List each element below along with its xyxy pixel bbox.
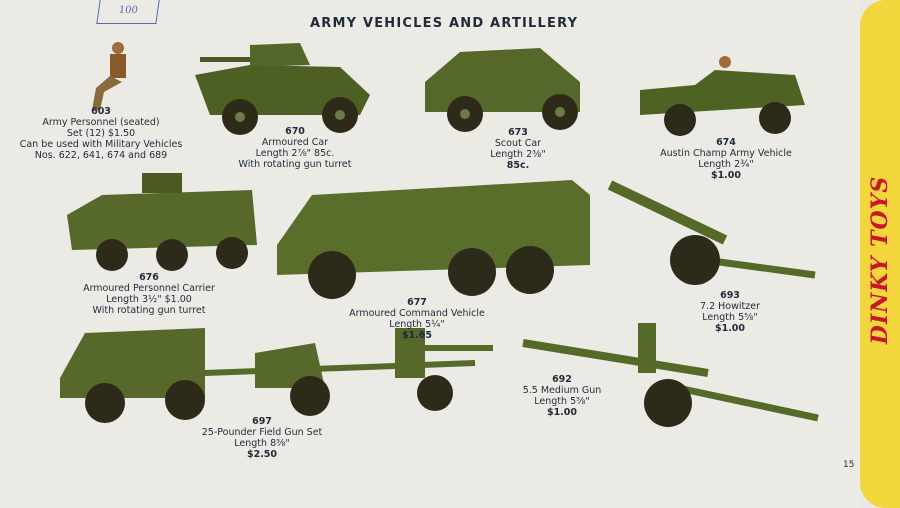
- page-number: 15: [843, 460, 855, 470]
- item-number: 693: [720, 290, 740, 301]
- armoured-car-670-image: [195, 43, 370, 135]
- command-vehicle-677-image: [277, 180, 590, 299]
- item-price: $1.00: [714, 323, 746, 334]
- item-price: $1.65: [401, 330, 433, 341]
- item-name: Austin Champ Army Vehicle: [660, 148, 792, 159]
- personnel-carrier-676-image: [67, 173, 257, 271]
- item-number: 670: [285, 126, 305, 137]
- handwritten-tag: 100: [96, 0, 160, 24]
- item-length: Length 8⅜": [234, 438, 290, 449]
- item-name: Army Personnel (seated): [42, 117, 160, 128]
- item-name: 25-Pounder Field Gun Set: [201, 427, 323, 438]
- item-name: 5.5 Medium Gun: [522, 385, 602, 396]
- item-price: $1.00: [710, 170, 742, 181]
- field-gun-set-697-image: [60, 328, 493, 423]
- soldier-figure-image: [92, 42, 126, 110]
- item-number: 677: [407, 297, 427, 308]
- item-number: 673: [508, 127, 528, 138]
- item-price: $1.00: [546, 407, 578, 418]
- scout-car-673-image: [425, 48, 580, 132]
- item-price: $2.50: [246, 449, 278, 460]
- item-length: Length 2¾": [698, 159, 754, 170]
- item-length-price: Length 3½" $1.00: [106, 294, 192, 305]
- brand-logo: DINKY TOYS: [867, 175, 893, 345]
- austin-champ-674-image: [640, 56, 805, 136]
- item-note: Can be used with Military Vehicles: [19, 139, 183, 150]
- item-number: 692: [552, 374, 572, 385]
- item-note: Nos. 622, 641, 674 and 689: [34, 150, 168, 161]
- item-length: Length 2⅜": [490, 149, 546, 160]
- item-name: Scout Car: [494, 138, 542, 149]
- item-length-price: Length 2⅞" 85c.: [255, 148, 335, 159]
- item-name: Armoured Command Vehicle: [349, 308, 485, 319]
- item-name: 7.2 Howitzer: [700, 301, 760, 312]
- item-name: Armoured Personnel Carrier: [83, 283, 215, 294]
- item-number: 697: [252, 416, 272, 427]
- item-length: Length 5⅝": [702, 312, 758, 323]
- page-title: ARMY VEHICLES AND ARTILLERY: [310, 16, 579, 31]
- item-number: 603: [91, 106, 111, 117]
- item-length: Length 5⅝": [534, 396, 590, 407]
- item-note: With rotating gun turret: [92, 305, 206, 316]
- item-price: 85c.: [506, 160, 530, 171]
- item-name: Armoured Car: [261, 137, 329, 148]
- item-number: 674: [716, 137, 736, 148]
- item-length: Length 5¼": [389, 319, 445, 330]
- brand-band: [860, 0, 900, 508]
- item-note: With rotating gun turret: [238, 159, 352, 170]
- howitzer-693-image: [607, 180, 816, 285]
- medium-gun-692-image: [522, 323, 819, 427]
- item-number: 676: [139, 272, 159, 283]
- item-price: Set (12) $1.50: [66, 128, 136, 139]
